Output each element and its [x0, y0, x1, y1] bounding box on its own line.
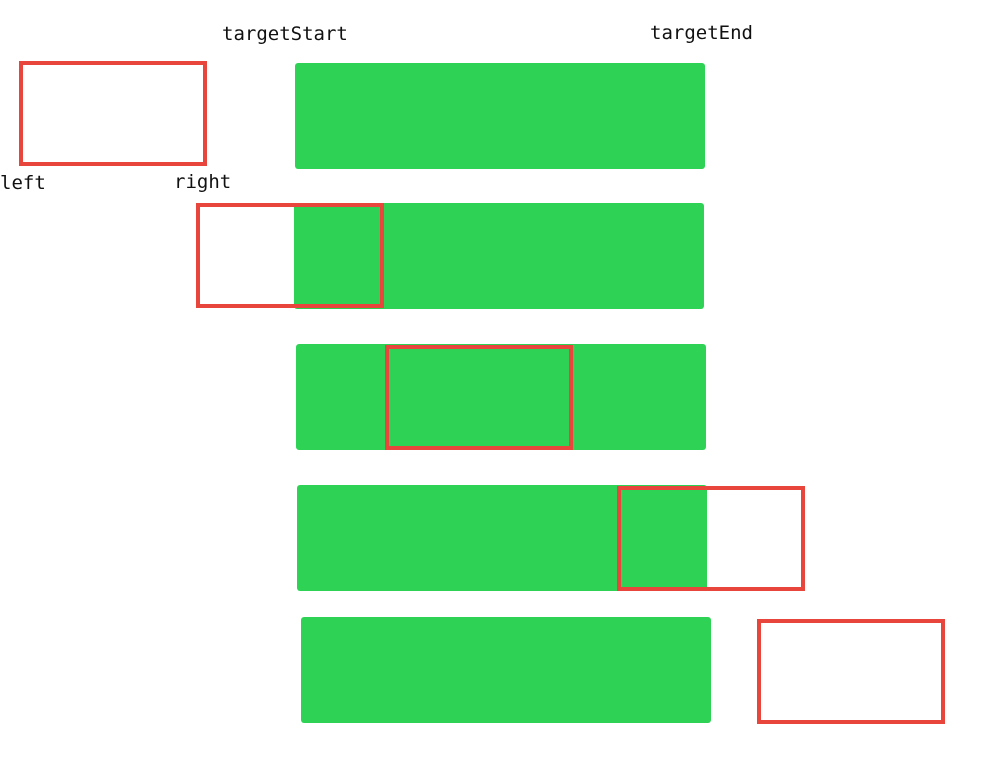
range-box-row-5	[757, 619, 945, 724]
target-start-label: targetStart	[222, 23, 348, 45]
left-label: left	[0, 172, 46, 194]
range-box-row-2	[196, 203, 384, 308]
target-bar-row-5	[301, 617, 711, 723]
range-box-row-4	[617, 486, 805, 591]
target-bar-row-2	[294, 203, 704, 309]
target-end-label: targetEnd	[650, 22, 753, 44]
target-bar-row-1	[295, 63, 705, 169]
range-box-row-3	[385, 345, 573, 450]
right-label: right	[174, 171, 232, 193]
target-bar-row-3	[296, 344, 706, 450]
target-bar-row-4	[297, 485, 707, 591]
range-box-row-1	[19, 61, 207, 166]
